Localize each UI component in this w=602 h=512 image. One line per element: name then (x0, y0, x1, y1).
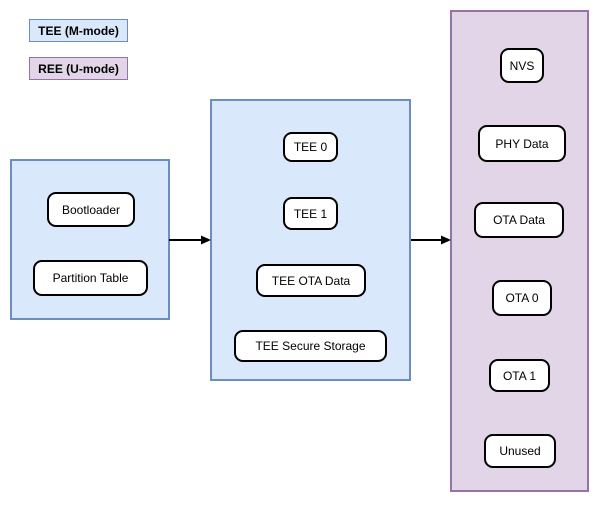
legend-ree-u-mode: REE (U-mode) (29, 57, 128, 80)
node-phy-data: PHY Data (478, 125, 566, 162)
legend-tee-label: TEE (M-mode) (38, 23, 119, 38)
node-tee-secure-storage: TEE Secure Storage (234, 330, 387, 362)
container-ree-region (450, 10, 589, 492)
node-bootloader: Bootloader (47, 192, 135, 227)
legend-ree-label: REE (U-mode) (38, 61, 119, 76)
arrow-bootloader-to-tee (169, 235, 211, 245)
node-ota-data: OTA Data (474, 202, 564, 238)
node-tee-1: TEE 1 (283, 197, 338, 230)
node-ota-0: OTA 0 (492, 280, 552, 316)
node-ota-1: OTA 1 (489, 359, 550, 392)
legend-tee-m-mode: TEE (M-mode) (29, 19, 128, 42)
node-unused: Unused (484, 434, 556, 468)
node-tee-0: TEE 0 (283, 132, 338, 162)
node-tee-ota-data: TEE OTA Data (256, 264, 366, 297)
arrow-tee-to-ree (411, 235, 451, 245)
node-nvs: NVS (500, 48, 544, 83)
node-partition-table: Partition Table (33, 260, 148, 296)
